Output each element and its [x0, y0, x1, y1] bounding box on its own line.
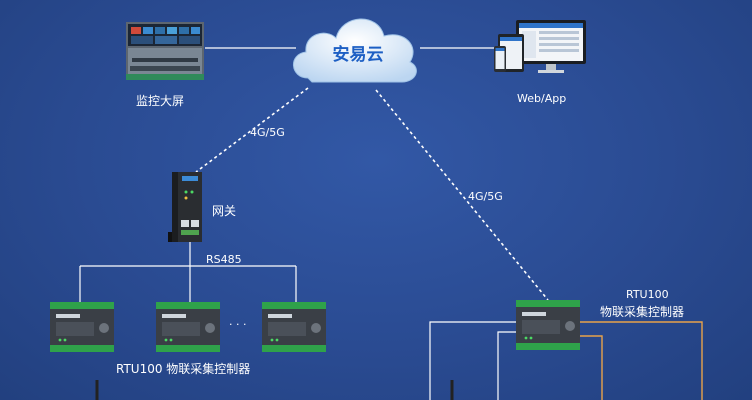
field-wire-orange-1	[578, 321, 703, 400]
field-wire-white-2	[497, 331, 518, 400]
devices-image	[494, 20, 586, 73]
rtu-device-1	[50, 302, 114, 356]
cloud-label: 安易云	[332, 45, 384, 65]
field-wire-orange-2	[578, 335, 603, 400]
rtu-controller-image	[262, 302, 326, 352]
rtu-controller-image	[50, 302, 114, 352]
rtu-group-label: RTU100 物联采集控制器	[116, 362, 251, 376]
gateway-link-label: 4G/5G	[250, 126, 285, 139]
rtu-controller-image	[516, 300, 580, 350]
bus-label: RS485	[206, 253, 242, 266]
monitoring-screen-image	[126, 22, 204, 80]
rtu-device-single	[516, 300, 580, 354]
cloud-node	[286, 6, 422, 90]
gateway-label: 网关	[212, 204, 237, 218]
rtu-controller-image	[156, 302, 220, 352]
cloud-icon	[293, 18, 417, 83]
field-wire-white-1	[429, 321, 518, 400]
rtu-ellipsis: · · ·	[229, 318, 247, 331]
gateway-node	[168, 172, 206, 248]
rtu-wireless-link	[375, 89, 549, 301]
rtu-single-label-line2: 物联采集控制器	[600, 305, 685, 319]
rtu-link-label: 4G/5G	[468, 190, 503, 203]
monitor-screen-node	[126, 22, 204, 84]
webapp-node	[494, 16, 592, 82]
gateway-wireless-link	[195, 87, 309, 173]
rtu-device-3	[262, 302, 326, 356]
rtu-single-label-line1: RTU100	[626, 288, 669, 301]
webapp-label: Web/App	[517, 92, 567, 105]
gateway-device-image	[168, 172, 202, 242]
monitor-screen-label: 监控大屏	[136, 94, 185, 108]
rtu-device-2	[156, 302, 220, 356]
